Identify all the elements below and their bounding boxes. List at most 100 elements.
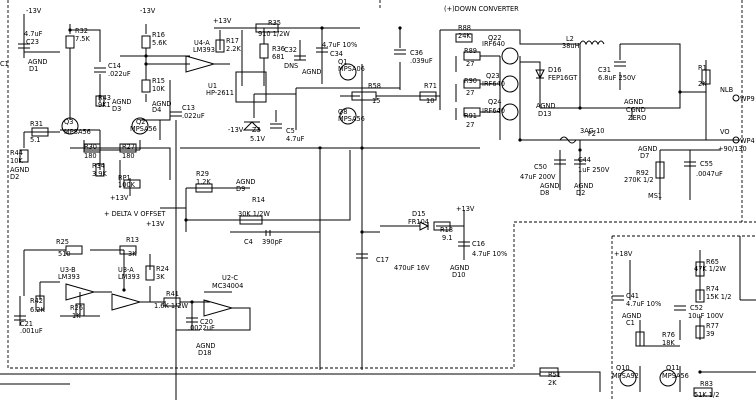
component-label: Q24	[488, 98, 502, 106]
component-label: C13	[182, 104, 195, 112]
component-label: R30	[84, 143, 97, 151]
component-label: .0047uF	[696, 170, 723, 178]
component-label: R88	[458, 24, 471, 32]
component-label: U4-A	[194, 39, 210, 47]
component-label: 10K	[10, 157, 23, 165]
c5-symbol	[270, 123, 282, 129]
rail-label: +13V	[456, 205, 475, 213]
r43-symbol	[95, 95, 105, 107]
component-label: LM393	[193, 46, 215, 54]
ground-label: AGND	[574, 182, 594, 190]
r13-symbol	[119, 245, 137, 255]
c34-symbol	[316, 47, 328, 53]
component-label: Q23	[486, 72, 500, 80]
r30-symbol	[83, 143, 101, 153]
section-label: (+)DOWN CONVERTER	[444, 5, 519, 13]
component-label: 3AG-10	[580, 127, 604, 135]
component-label: 2K	[548, 379, 557, 387]
ground-label: D8	[540, 189, 549, 197]
component-label: U1	[208, 82, 217, 90]
component-label: 15	[372, 97, 380, 105]
component-label: R90	[464, 77, 477, 85]
component-label: 10uF 100V	[688, 312, 724, 320]
component-label: C34	[330, 50, 343, 58]
component-label: R65	[706, 258, 719, 266]
ground-label: D9	[236, 185, 245, 193]
r26-symbol	[75, 303, 85, 317]
r90-symbol	[463, 79, 481, 89]
c17-symbol	[356, 253, 368, 259]
component-label: 5.1	[30, 136, 41, 144]
component-label: IRF640	[482, 80, 505, 88]
ground-label: D2	[10, 173, 19, 181]
component-label: C20	[200, 318, 213, 326]
component-label: R91	[464, 112, 477, 120]
component-label: C55	[700, 160, 713, 168]
rail-label: +13V	[146, 220, 165, 228]
component-label: C17	[376, 256, 389, 264]
component-label: R41	[166, 290, 179, 298]
ground-label: D3	[112, 105, 121, 113]
component-label: 510	[58, 250, 71, 258]
component-label: 5.1V	[250, 135, 265, 143]
component-label: R74	[706, 285, 719, 293]
rp1-symbol	[123, 179, 141, 189]
component-label: .039uF	[410, 57, 433, 65]
component-label: Q22	[488, 34, 502, 42]
component-label: 15K 1/2	[706, 293, 731, 301]
component-label: Q2	[136, 118, 145, 126]
r27-symbol	[119, 143, 137, 153]
component-label: 910 1/2W	[258, 30, 290, 38]
component-label: .001uF	[20, 327, 43, 335]
component-label: 24K	[458, 32, 471, 40]
c41-symbol	[612, 295, 624, 301]
ground-label: D1	[29, 65, 38, 73]
ground-label: AGND	[638, 145, 658, 153]
component-label: R71	[424, 82, 437, 90]
c16-symbol	[458, 241, 470, 247]
ground-label: AGND	[196, 342, 216, 350]
net-label: MS1	[648, 192, 662, 200]
component-label: 5.6K	[152, 39, 167, 47]
component-label: R18	[440, 226, 453, 234]
c21-symbol	[14, 315, 26, 321]
rail-label: -13V	[228, 126, 244, 134]
rail-label: +18V	[614, 250, 633, 258]
component-label: C44	[578, 156, 591, 164]
r58-symbol	[351, 91, 377, 101]
ground-label: AGND	[540, 182, 560, 190]
component-label: 38uH	[562, 42, 580, 50]
r41-symbol	[163, 297, 181, 307]
component-label: 4.7uF 10%	[322, 41, 357, 49]
r42-symbol	[35, 295, 45, 311]
component-label: R42	[30, 297, 43, 305]
c44-symbol	[574, 159, 586, 165]
component-label: R89	[464, 47, 477, 55]
r76-symbol	[635, 331, 645, 347]
ground-label: AGND	[624, 98, 644, 106]
r74-symbol	[695, 289, 705, 303]
q23-symbol	[501, 75, 519, 93]
component-label: F2	[588, 130, 596, 138]
rail-label: +13V	[110, 194, 129, 202]
component-label: U2-C	[222, 274, 238, 282]
component-label: C32	[284, 46, 297, 54]
f2-symbol	[559, 136, 577, 144]
component-label: R17	[226, 37, 239, 45]
rail-label: -13V	[26, 7, 42, 15]
component-label: MPSA56	[338, 115, 365, 123]
component-label: 10	[426, 97, 434, 105]
component-label: 180	[122, 152, 135, 160]
d15-symbol	[419, 221, 430, 231]
wp9-terminal	[732, 94, 740, 102]
component-label: 27	[466, 60, 474, 68]
component-label: C52	[690, 304, 703, 312]
c14-symbol	[94, 67, 106, 73]
component-label: R15	[152, 77, 165, 85]
component-label: 180	[84, 152, 97, 160]
component-label: Q11	[666, 364, 680, 372]
c13-symbol	[170, 111, 182, 117]
component-label: R83	[700, 380, 713, 388]
component-label: 470uF 16V	[394, 264, 430, 272]
q8-symbol	[339, 107, 357, 125]
